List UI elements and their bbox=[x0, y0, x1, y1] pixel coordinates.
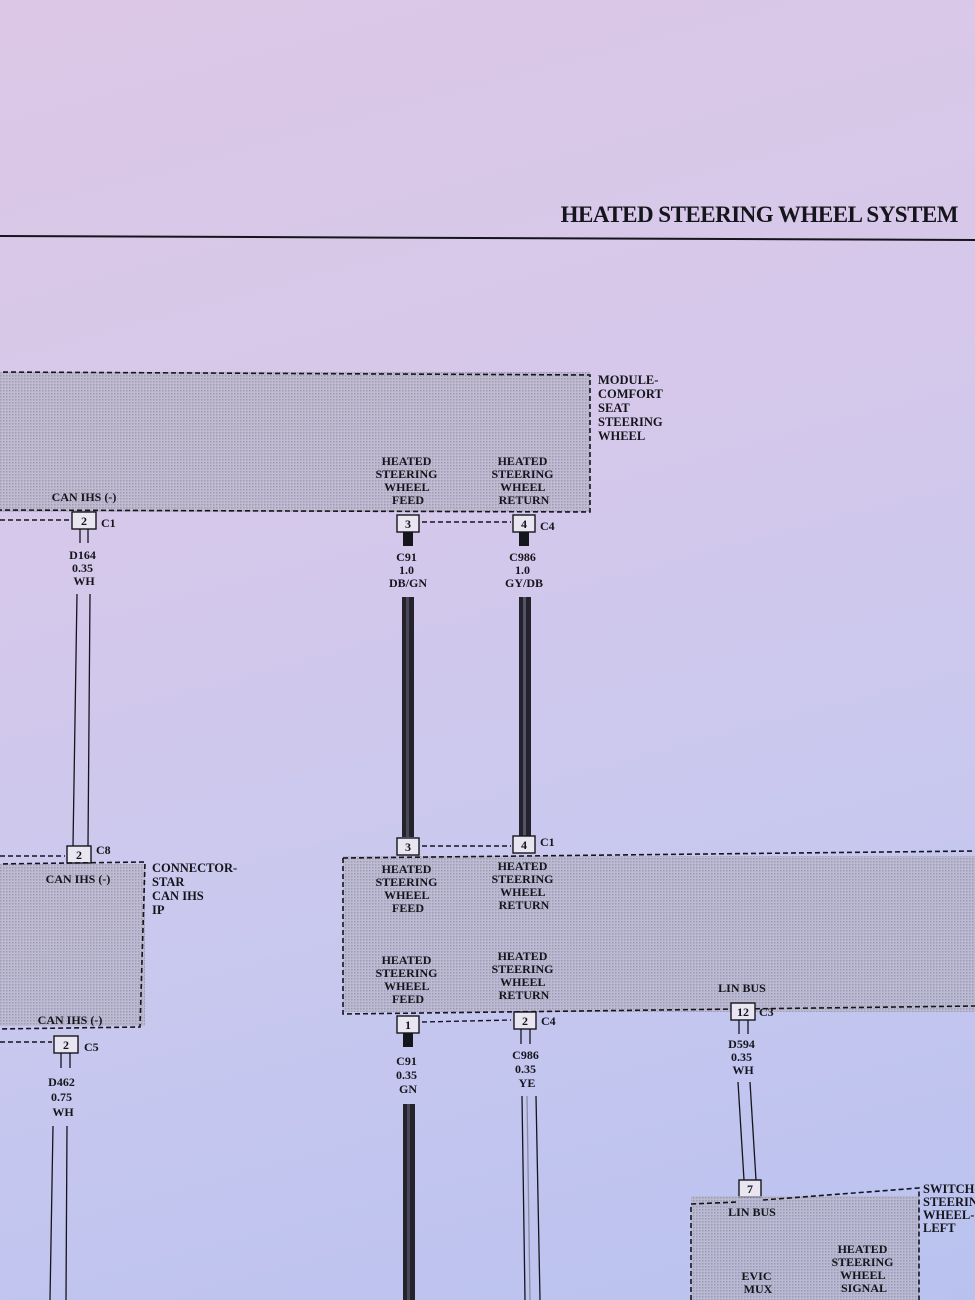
pin-box-feed-3: 3 bbox=[396, 514, 420, 533]
wire-stub-c91-top bbox=[403, 532, 413, 546]
mid-bot-feed-label: HEATED STEERING WHEEL FEED bbox=[375, 953, 440, 1006]
connector-label-mid-c4: C4 bbox=[541, 1014, 556, 1028]
wire-stub-d594-top bbox=[738, 1020, 749, 1034]
switch-evic-mux-label: EVIC MUX bbox=[741, 1269, 774, 1296]
svg-text:4: 4 bbox=[521, 838, 527, 852]
switch-lin-bus-label: LIN BUS bbox=[728, 1205, 776, 1219]
svg-text:2: 2 bbox=[81, 514, 87, 528]
star-bottom-pin-label: CAN IHS (-) bbox=[38, 1013, 103, 1027]
svg-text:1: 1 bbox=[405, 1018, 411, 1032]
steering-interface-box bbox=[342, 850, 975, 1015]
pin-box-c8-2: 2 bbox=[66, 845, 92, 864]
svg-text:2: 2 bbox=[76, 848, 82, 862]
star-top-pin-label: CAN IHS (-) bbox=[46, 872, 111, 886]
mid-top-return-label: HEATED STEERING WHEEL RETURN bbox=[491, 859, 556, 912]
connector-label-mid-c3: C3 bbox=[759, 1005, 774, 1019]
connector-label-mid-c1: C1 bbox=[540, 835, 555, 849]
wire-c986-bot bbox=[521, 1095, 541, 1300]
pin-box-mid-lin-12: 12 bbox=[730, 1002, 756, 1021]
module-comfort-seat-steering-wheel bbox=[0, 371, 591, 513]
connector-star-name: CONNECTOR- STAR CAN IHS IP bbox=[152, 861, 240, 917]
switch-signal-label: HEATED STEERING WHEEL SIGNAL bbox=[831, 1242, 896, 1295]
pin-box-mid-feed-3: 3 bbox=[396, 837, 420, 856]
pin-box-mid-return-4: 4 bbox=[512, 835, 536, 854]
pin-box-mid-feed-1: 1 bbox=[396, 1015, 420, 1034]
connector-label-c4: C4 bbox=[540, 519, 555, 533]
switch-steering-wheel-left bbox=[690, 1187, 920, 1300]
wire-label-d462: D462 0.75 WH bbox=[48, 1075, 78, 1119]
wire-c986-top bbox=[519, 597, 531, 837]
mid-bot-return-label: HEATED STEERING WHEEL RETURN bbox=[491, 949, 556, 1002]
connector-label-c1: C1 bbox=[101, 516, 116, 530]
svg-text:7: 7 bbox=[747, 1182, 753, 1196]
svg-text:4: 4 bbox=[521, 517, 527, 531]
wire-stub-c986-top bbox=[519, 532, 529, 546]
svg-text:2: 2 bbox=[522, 1014, 528, 1028]
connector-label-c8: C8 bbox=[96, 843, 111, 857]
wire-stub-d462-top bbox=[60, 1053, 71, 1068]
pin-label-feed: HEATED STEERING WHEEL FEED bbox=[375, 454, 440, 507]
switch-name: SWITCH- STEERING WHEEL- LEFT bbox=[923, 1182, 975, 1235]
module-comfort-name: MODULE- COMFORT SEAT STEERING WHEEL bbox=[598, 373, 666, 443]
connector-mid-c4-dash bbox=[421, 1019, 512, 1023]
pin-box-switch-lin-7: 7 bbox=[738, 1179, 762, 1198]
pin-label-can-ihs: CAN IHS (-) bbox=[52, 490, 117, 504]
page-title: HEATED STEERING WHEEL SYSTEM bbox=[561, 202, 959, 227]
mid-lin-bus-label: LIN BUS bbox=[718, 981, 766, 995]
pin-box-mid-return-2: 2 bbox=[513, 1011, 537, 1030]
svg-text:3: 3 bbox=[405, 840, 411, 854]
mid-top-feed-label: HEATED STEERING WHEEL FEED bbox=[375, 862, 440, 915]
wire-label-c986-top: C986 1.0 GY/DB bbox=[505, 550, 543, 590]
wire-d594 bbox=[737, 1081, 757, 1181]
wire-label-c91-top: C91 1.0 DB/GN bbox=[389, 550, 427, 590]
svg-text:12: 12 bbox=[737, 1005, 749, 1019]
title-rule bbox=[0, 235, 975, 241]
wire-stub-c986-bot bbox=[520, 1029, 531, 1044]
wire-d462 bbox=[49, 1125, 68, 1300]
svg-text:3: 3 bbox=[405, 517, 411, 531]
svg-text:2: 2 bbox=[63, 1038, 69, 1052]
wire-stub-d164-top bbox=[79, 529, 89, 543]
pin-box-c5-2: 2 bbox=[53, 1035, 79, 1054]
wire-label-d594: D594 0.35 WH bbox=[728, 1037, 758, 1077]
wire-label-d164: D164 0.35 WH bbox=[69, 548, 99, 588]
pin-box-c1-2: 2 bbox=[71, 511, 97, 530]
connector-star-can-ihs-ip bbox=[0, 861, 146, 1030]
connector-label-c5: C5 bbox=[84, 1040, 99, 1054]
wire-c91-top bbox=[402, 597, 414, 837]
wire-d164 bbox=[72, 593, 91, 847]
wire-label-c986-bot: C986 0.35 YE bbox=[512, 1048, 542, 1090]
wire-stub-c91-bot bbox=[403, 1033, 413, 1047]
pin-box-return-4: 4 bbox=[512, 514, 536, 533]
pin-label-return: HEATED STEERING WHEEL RETURN bbox=[491, 454, 556, 507]
wire-c91-bot bbox=[403, 1104, 415, 1300]
wire-label-c91-bot: C91 0.35 GN bbox=[396, 1054, 420, 1096]
